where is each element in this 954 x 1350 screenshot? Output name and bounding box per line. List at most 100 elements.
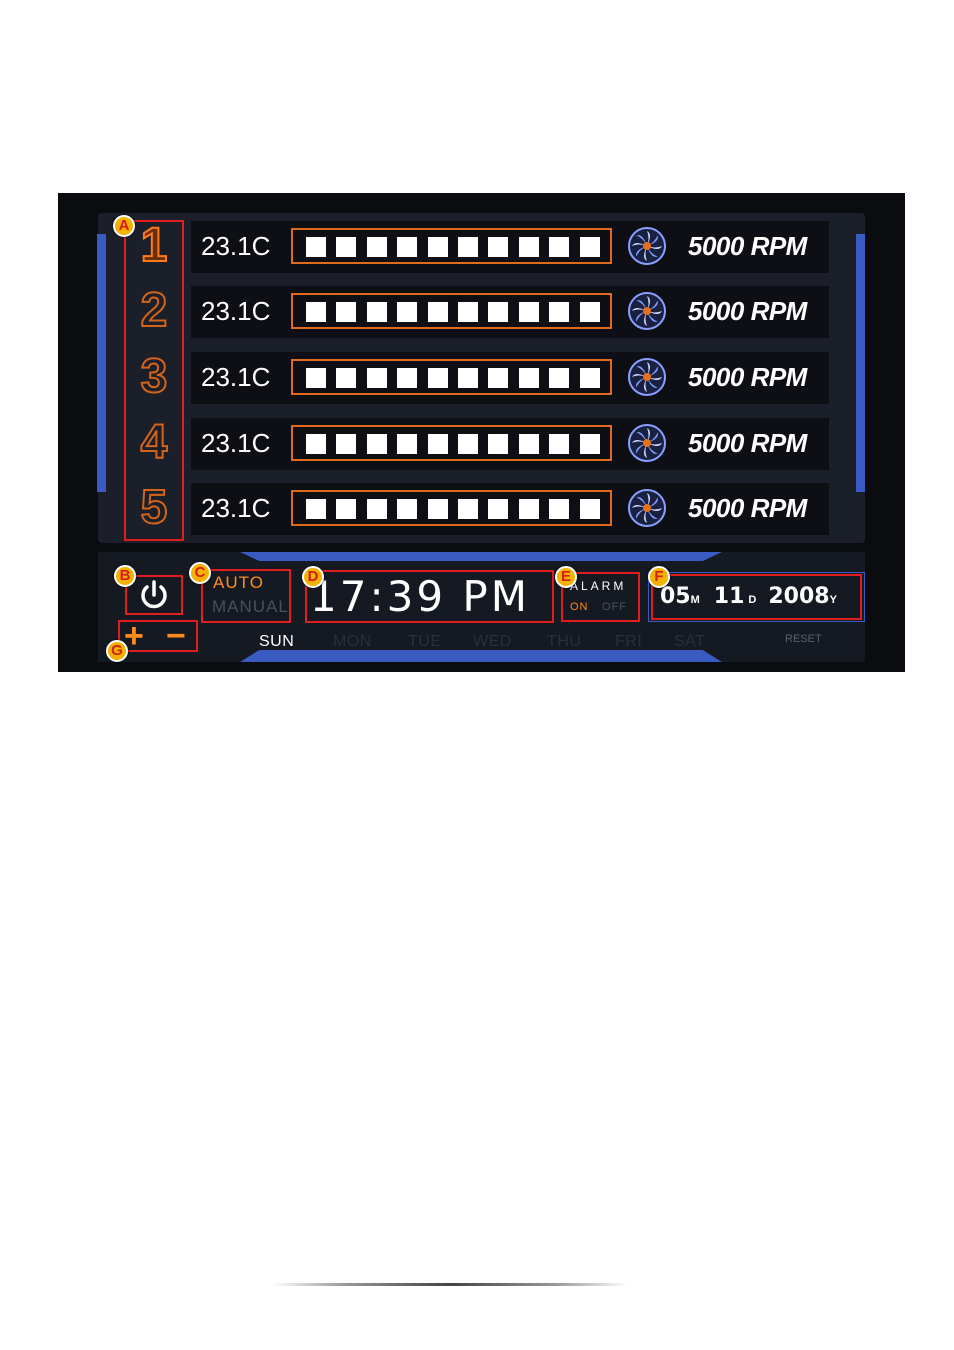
- level-segment: [428, 237, 448, 257]
- date-month: 05: [660, 584, 691, 609]
- level-segment: [549, 368, 569, 388]
- weekday-tue[interactable]: TUE: [408, 633, 442, 651]
- level-segment: [428, 499, 448, 519]
- level-segment: [488, 499, 508, 519]
- level-segment: [367, 368, 387, 388]
- level-segment: [580, 302, 600, 322]
- level-segment: [306, 237, 326, 257]
- level-segment: [336, 368, 356, 388]
- level-segment: [397, 302, 417, 322]
- left-accent-strip: [97, 234, 106, 492]
- channel-temperature: 23.1C: [201, 286, 270, 336]
- level-segment: [519, 237, 539, 257]
- callout-badge-b: B: [114, 565, 136, 587]
- alarm-off-option[interactable]: OFF: [602, 601, 627, 613]
- level-segment: [306, 368, 326, 388]
- channel-rpm: 5000 RPM: [688, 352, 807, 402]
- channel-rpm: 5000 RPM: [688, 221, 807, 271]
- level-segment: [306, 302, 326, 322]
- level-segment: [306, 499, 326, 519]
- mode-auto-option[interactable]: AUTO: [213, 573, 264, 593]
- fan-icon: [627, 423, 667, 463]
- mode-manual-option[interactable]: MANUAL: [212, 597, 289, 617]
- level-segment: [458, 499, 478, 519]
- level-segment: [336, 499, 356, 519]
- level-segment: [549, 302, 569, 322]
- level-segment: [397, 368, 417, 388]
- level-segment: [428, 302, 448, 322]
- channel-temperature: 23.1C: [201, 483, 270, 533]
- channel-temperature: 23.1C: [201, 221, 270, 271]
- date-month-unit: M: [691, 594, 700, 606]
- level-segment: [549, 237, 569, 257]
- channel-selector-highlight: [124, 220, 184, 541]
- level-segment: [458, 237, 478, 257]
- fan-icon: [627, 357, 667, 397]
- channel-rpm: 5000 RPM: [688, 286, 807, 336]
- level-segment: [336, 302, 356, 322]
- level-segment: [519, 302, 539, 322]
- channel-level-bar: [291, 490, 612, 526]
- weekday-sun[interactable]: SUN: [259, 633, 294, 651]
- weekday-wed[interactable]: WED: [473, 633, 512, 651]
- channel-row: 23.1C 5000 RPM: [191, 418, 829, 470]
- channel-level-bar: [291, 293, 612, 329]
- level-segment: [397, 434, 417, 454]
- footer-rule: [272, 1283, 628, 1286]
- weekday-fri[interactable]: FRI: [615, 633, 642, 651]
- fan-icon: [627, 291, 667, 331]
- level-segment: [397, 237, 417, 257]
- minus-button[interactable]: −: [166, 621, 186, 651]
- weekday-mon[interactable]: MON: [333, 633, 372, 651]
- level-segment: [306, 434, 326, 454]
- level-segment: [458, 434, 478, 454]
- level-segment: [580, 499, 600, 519]
- channel-rpm: 5000 RPM: [688, 483, 807, 533]
- channel-level-bar: [291, 359, 612, 395]
- weekday-thu[interactable]: THU: [547, 633, 581, 651]
- channel-level-bar: [291, 228, 612, 264]
- power-button[interactable]: [137, 579, 171, 611]
- level-segment: [458, 302, 478, 322]
- level-segment: [488, 434, 508, 454]
- level-segment: [367, 302, 387, 322]
- power-icon: [137, 579, 171, 611]
- callout-badge-a: A: [113, 215, 135, 237]
- clock-time[interactable]: 17:39 PM: [310, 572, 530, 621]
- callout-badge-f: F: [648, 566, 670, 588]
- date-day-unit: D: [748, 594, 756, 606]
- level-segment: [367, 237, 387, 257]
- callout-badge-c: C: [189, 562, 211, 584]
- channel-row: 23.1C 5000 RPM: [191, 286, 829, 338]
- level-segment: [549, 499, 569, 519]
- level-segment: [519, 434, 539, 454]
- level-segment: [367, 434, 387, 454]
- level-segment: [488, 302, 508, 322]
- channel-row: 23.1C 5000 RPM: [191, 483, 829, 535]
- level-segment: [488, 368, 508, 388]
- fan-icon: [627, 488, 667, 528]
- level-segment: [519, 368, 539, 388]
- callout-badge-g: G: [106, 640, 128, 662]
- channel-temperature: 23.1C: [201, 418, 270, 468]
- level-segment: [580, 368, 600, 388]
- channel-row: 23.1C 5000 RPM: [191, 352, 829, 404]
- top-blue-strip: [240, 552, 722, 561]
- level-segment: [367, 499, 387, 519]
- bottom-blue-strip: [240, 650, 722, 662]
- reset-button[interactable]: RESET: [785, 633, 822, 645]
- level-segment: [397, 499, 417, 519]
- channel-temperature: 23.1C: [201, 352, 270, 402]
- channel-row: 23.1C 5000 RPM: [191, 221, 829, 273]
- date-day: 11: [714, 584, 745, 609]
- weekday-sat[interactable]: SAT: [674, 633, 705, 651]
- level-segment: [336, 434, 356, 454]
- alarm-on-option[interactable]: ON: [570, 601, 589, 613]
- callout-badge-d: D: [302, 566, 324, 588]
- channel-rpm: 5000 RPM: [688, 418, 807, 468]
- level-segment: [519, 499, 539, 519]
- date-year-unit: Y: [830, 594, 837, 606]
- level-segment: [580, 434, 600, 454]
- level-segment: [428, 434, 448, 454]
